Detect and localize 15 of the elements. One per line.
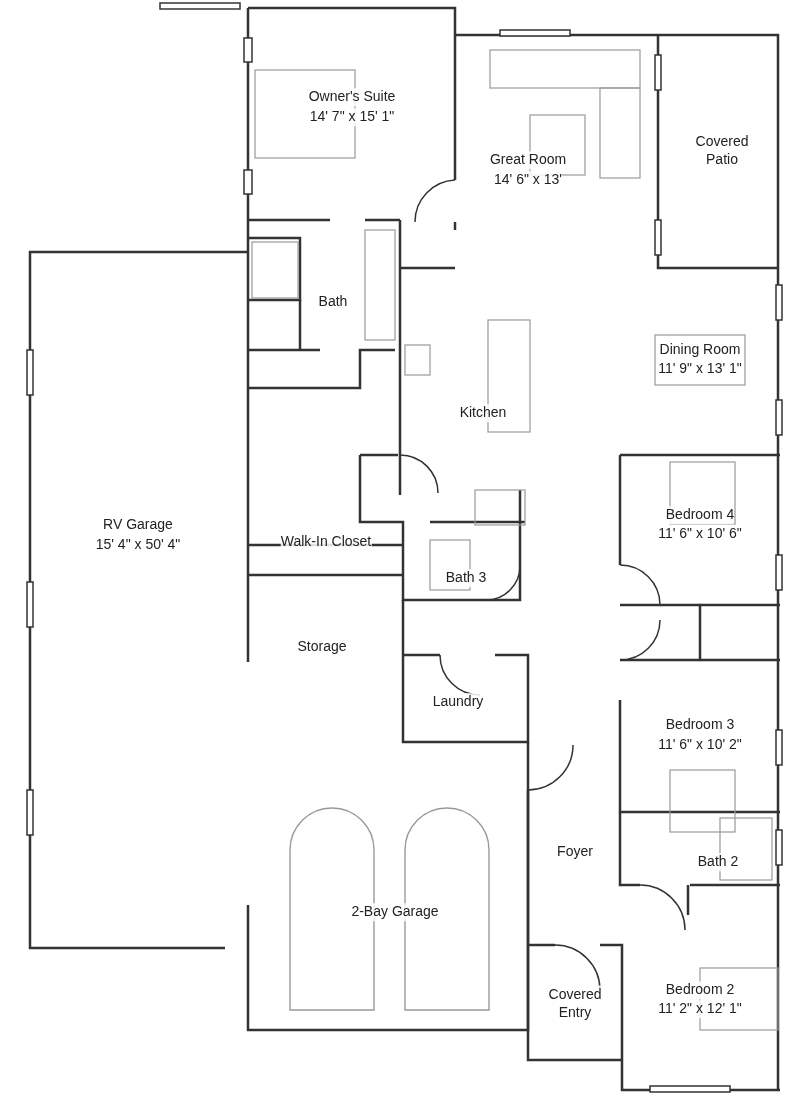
room-name: RV Garage (103, 516, 173, 534)
room-name: Bedroom 2 (665, 981, 735, 999)
room-name: Kitchen (459, 404, 507, 422)
room-name: Owner's Suite (308, 88, 396, 106)
room-name: Dining Room (659, 341, 741, 359)
room-name: Bath 3 (445, 569, 487, 587)
room-dimensions: 11' 2" x 12' 1" (658, 1000, 742, 1018)
room-name: Great Room (489, 151, 567, 169)
room-name: Bath 2 (697, 853, 739, 871)
room-name: Laundry (432, 693, 484, 711)
room-dimensions: 14' 7" x 15' 1" (309, 108, 395, 126)
room-name: Storage (297, 638, 347, 656)
room-name: Bedroom 4 (665, 506, 735, 524)
room-name: 2-Bay Garage (351, 903, 439, 921)
room-name: Foyer (557, 843, 593, 861)
